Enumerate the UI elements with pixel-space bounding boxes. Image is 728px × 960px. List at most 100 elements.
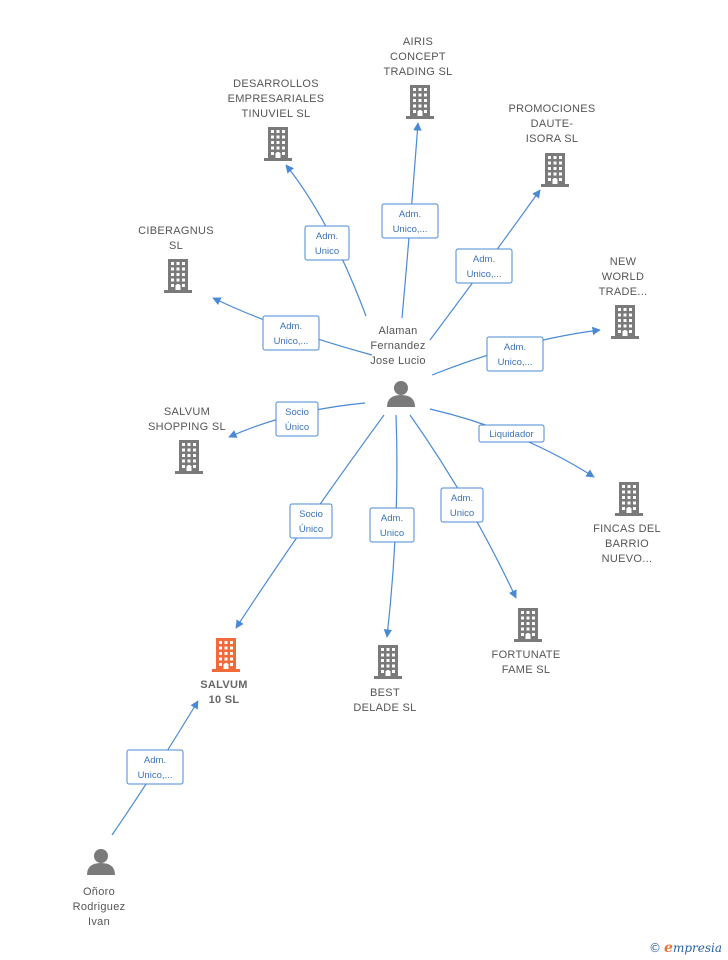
node-label-line: EMPRESARIALES <box>228 93 325 105</box>
edge-label-line: Único <box>285 422 309 433</box>
node-label-line: CIBERAGNUS <box>138 225 214 237</box>
edges-layer: Adm.Unico,...Adm.UnicoAdm.Unico,...Adm.U… <box>111 122 601 836</box>
building-icon <box>514 608 542 642</box>
node-label-line: DESARROLLOS <box>233 78 319 90</box>
node-label-line: FAME SL <box>502 664 551 676</box>
edge-label-box[interactable] <box>275 401 319 437</box>
edge-label-line: Unico,... <box>393 224 428 235</box>
node-label-line: Fernandez <box>370 340 425 352</box>
edge-alaman-to-promociones[interactable]: Adm. Unico,... <box>429 189 541 341</box>
person-icon <box>87 849 115 875</box>
edge-label-line: Unico,... <box>467 269 502 280</box>
edge-label-box[interactable] <box>304 225 350 261</box>
building-icon <box>264 127 292 161</box>
node-label-line: NEW <box>610 256 637 268</box>
edge-alaman-to-best[interactable]: Adm.Unico <box>369 414 415 638</box>
edge-line <box>429 408 595 478</box>
edge-alaman-to-fincas[interactable]: Liquidador <box>429 408 595 478</box>
node-label-line: TINUVIEL SL <box>242 108 311 120</box>
building-icon <box>212 638 240 672</box>
node-label-line: SL <box>169 240 183 252</box>
node-label-line: WORLD <box>602 271 644 283</box>
edge-label-box[interactable] <box>478 424 545 443</box>
node-label-line: Oñoro <box>83 886 115 898</box>
edge-label-box[interactable] <box>455 248 513 284</box>
node-salvumshop[interactable]: SALVUM SHOPPING SL <box>148 406 226 474</box>
edge-label-box[interactable] <box>440 487 484 523</box>
node-label-line: NUEVO... <box>602 553 653 565</box>
edge-label-line: Socio <box>285 407 309 418</box>
node-label-line: SHOPPING SL <box>148 421 226 433</box>
edge-label-line: Único <box>299 524 323 535</box>
building-icon <box>164 259 192 293</box>
edge-label-line: Adm. <box>280 321 302 332</box>
node-label-line: FORTUNATE <box>492 649 561 661</box>
node-label-line: TRADE... <box>599 286 648 298</box>
node-label-line: BARRIO <box>605 538 649 550</box>
edge-label-line: Unico,... <box>498 357 533 368</box>
edge-label-line: Liquidador <box>489 429 533 440</box>
node-label-line: DAUTE- <box>531 118 574 130</box>
node-label-line: PROMOCIONES <box>508 103 595 115</box>
edge-label-line: Adm. <box>144 755 166 766</box>
edge-ooro-to-salvum10[interactable]: Adm. Unico,... <box>111 700 199 836</box>
brand-logo-initial: e <box>664 940 673 956</box>
edge-label-box[interactable] <box>486 336 544 372</box>
node-label-line: Ivan <box>88 916 110 928</box>
edge-label-line: Socio <box>299 509 323 520</box>
building-icon <box>611 305 639 339</box>
node-desarrollos[interactable]: DESARROLLOS EMPRESARIALES TINUVIEL SL <box>228 78 325 161</box>
edge-alaman-to-airis[interactable]: Adm.Unico,... <box>381 122 439 319</box>
node-fincas[interactable]: FINCAS DELBARRIONUEVO... <box>593 482 661 565</box>
edge-label-box[interactable] <box>381 203 439 239</box>
edge-label-line: Adm. <box>473 254 495 265</box>
building-icon <box>615 482 643 516</box>
edge-label-line: Unico <box>450 508 474 519</box>
copyright-footer: ©empresia <box>649 940 722 956</box>
copyright-symbol: © <box>649 941 662 955</box>
edge-label-box[interactable] <box>289 503 333 539</box>
node-label-line: SALVUM <box>164 406 210 418</box>
building-icon <box>406 85 434 119</box>
edge-label-box[interactable] <box>126 749 184 785</box>
node-ciberagnus[interactable]: CIBERAGNUS SL <box>138 225 214 293</box>
building-icon <box>374 645 402 679</box>
node-label-line: SALVUM <box>200 679 247 691</box>
node-label-line: TRADING SL <box>383 66 452 78</box>
brand-logo-text: mpresia <box>672 941 722 955</box>
edge-alaman-to-ciberagnus[interactable]: Adm. Unico,... <box>212 297 373 356</box>
node-label-line: Jose Lucio <box>370 355 426 367</box>
edge-label-box[interactable] <box>262 315 320 351</box>
node-fortunate[interactable]: FORTUNATE FAME SL <box>492 608 561 676</box>
node-label-line: ISORA SL <box>526 133 579 145</box>
node-label-line: BEST <box>370 687 400 699</box>
edge-alaman-to-desarrollos[interactable]: Adm. Unico <box>285 164 367 317</box>
edge-label-line: Unico <box>315 246 339 257</box>
building-icon <box>175 440 203 474</box>
node-label-line: DELADE SL <box>353 702 416 714</box>
node-salvum10[interactable]: SALVUM 10 SL <box>200 638 247 706</box>
node-label-line: 10 SL <box>209 694 240 706</box>
edge-alaman-to-newworld[interactable]: Adm.Unico,... <box>431 326 601 376</box>
person-icon <box>387 381 415 407</box>
edge-label-line: Adm. <box>381 513 403 524</box>
edge-label-line: Unico,... <box>274 336 309 347</box>
node-label-line: AIRIS <box>403 36 433 48</box>
edge-label-line: Adm. <box>316 231 338 242</box>
node-newworld[interactable]: NEW WORLD TRADE... <box>599 256 648 339</box>
node-promociones[interactable]: PROMOCIONES DAUTE- ISORA SL <box>508 103 595 187</box>
node-label-line: Rodriguez <box>73 901 126 913</box>
edge-label-line: Unico,... <box>138 770 173 781</box>
edge-alaman-to-fortunate[interactable]: Adm. Unico <box>409 414 517 599</box>
edge-label-box[interactable] <box>369 507 415 543</box>
node-best[interactable]: BEST DELADE SL <box>353 645 416 714</box>
edge-label-line: Adm. <box>451 493 473 504</box>
node-label-line: Alaman <box>378 325 417 337</box>
